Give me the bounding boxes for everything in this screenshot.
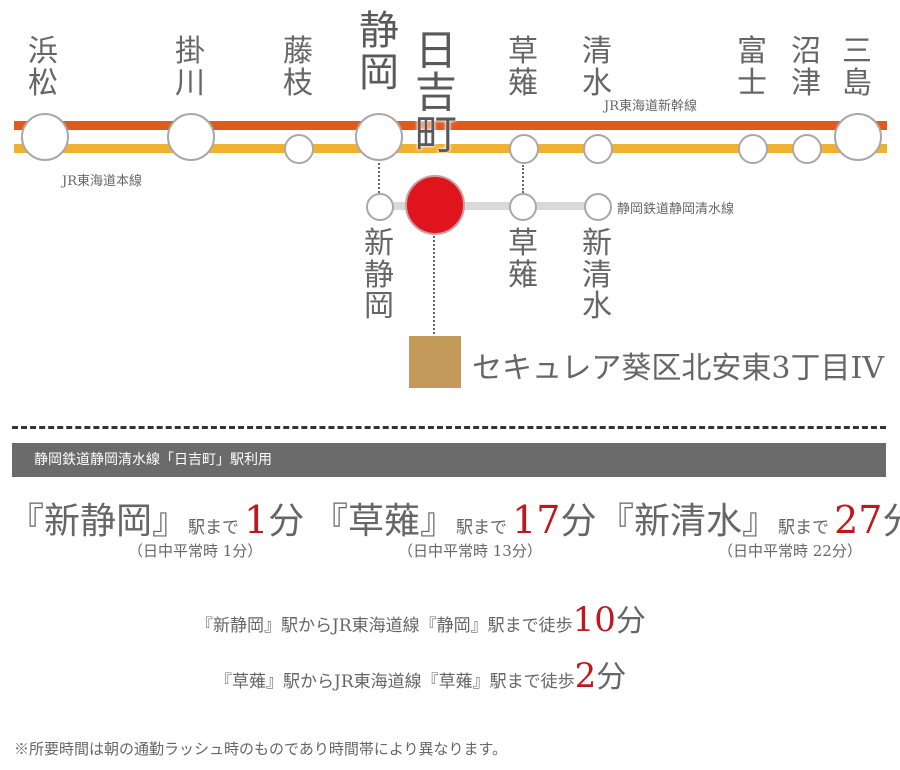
station-char: 草	[508, 226, 538, 261]
station-char: 日	[415, 26, 458, 75]
minutes-unit: 分	[268, 501, 305, 542]
travel-minutes: 1	[244, 498, 269, 542]
station-char: 新	[364, 226, 394, 261]
station-char: 水	[582, 289, 612, 324]
off-peak-note-shin-shimizu: （日中平常時 22分）	[718, 542, 862, 560]
shizutetsu-line	[380, 202, 598, 210]
station-char: 松	[28, 65, 58, 101]
travel-time-shin-shizuoka: 『新静岡』駅まで 1分	[8, 492, 304, 544]
transfer-connector-shizuoka	[378, 163, 380, 193]
walk-minutes: 2	[574, 656, 597, 696]
station-marker-kusanagi-jr	[509, 134, 539, 164]
section-divider	[12, 426, 886, 429]
station-marker-hamamatsu	[21, 113, 69, 161]
walk-unit: 分	[615, 604, 646, 639]
station-label-shin-shimizu: 新 清 水	[582, 228, 612, 323]
station-marker-shin-shimizu	[584, 193, 612, 221]
station-char: 川	[175, 65, 205, 101]
station-char: 士	[737, 65, 767, 101]
access-banner: 静岡鉄道静岡清水線「日吉町」駅利用	[12, 443, 886, 477]
station-label-shin-shizuoka: 新 静 岡	[364, 228, 394, 323]
station-label-hiyoshicho: 日 吉 町	[415, 30, 457, 156]
property-connector	[433, 232, 435, 334]
station-label-kusanagi-shizutetsu: 草 薙	[508, 228, 538, 291]
station-char: 島	[842, 65, 872, 101]
station-marker-shizuoka	[355, 113, 403, 161]
travel-minutes: 17	[512, 498, 561, 542]
station-char: 枝	[283, 65, 313, 101]
station-marker-numazu	[792, 134, 822, 164]
walk-description: 『新静岡』駅からJR東海道線『静岡』駅まで徒歩	[196, 616, 573, 636]
destination-suffix: 駅まで	[778, 518, 830, 538]
station-label-hamamatsu: 浜 松	[28, 36, 58, 99]
shinkansen-line-label: JR東海道新幹線	[604, 99, 697, 114]
walk-time-shizuoka: 『新静岡』駅からJR東海道線『静岡』駅まで徒歩10分	[196, 596, 646, 640]
tokaido-line-label: JR東海道本線	[62, 174, 142, 189]
station-marker-kakegawa	[167, 113, 215, 161]
station-char: 岡	[359, 50, 399, 96]
destination-suffix: 駅まで	[456, 518, 508, 538]
station-char: 津	[791, 65, 821, 101]
tokaido-line	[14, 144, 887, 153]
station-char: 薙	[508, 65, 538, 101]
footnote: ※所要時間は朝の通勤ラッシュ時のものであり時間帯により異なります。	[14, 740, 508, 758]
station-char: 三	[842, 34, 872, 69]
station-char: 清	[582, 257, 612, 293]
station-marker-mishima	[834, 113, 882, 161]
station-marker-shimizu	[583, 134, 613, 164]
destination-station: 『新清水』	[598, 501, 779, 542]
station-marker-shin-shizuoka	[366, 193, 394, 221]
station-char: 町	[415, 110, 458, 159]
minutes-unit: 分	[560, 501, 597, 542]
station-label-numazu: 沼 津	[791, 36, 821, 99]
station-marker-kusanagi-shizutetsu	[509, 193, 537, 221]
walk-minutes: 10	[572, 600, 616, 640]
transfer-connector-kusanagi	[522, 165, 524, 193]
station-char: 草	[508, 34, 538, 69]
station-char: 藤	[283, 34, 313, 69]
destination-station: 『草薙』	[312, 501, 457, 542]
station-char: 吉	[415, 68, 458, 117]
travel-time-kusanagi: 『草薙』駅まで 17分	[312, 492, 596, 544]
walk-unit: 分	[596, 660, 627, 695]
shinkansen-line	[14, 121, 887, 130]
station-char: 静	[364, 257, 394, 293]
travel-time-shin-shimizu: 『新清水』駅まで 27分	[598, 492, 900, 544]
station-marker-hiyoshicho	[405, 175, 465, 235]
off-peak-note-kusanagi: （日中平常時 13分）	[398, 542, 542, 560]
station-char: 掛	[175, 34, 205, 69]
shizutetsu-line-label: 静岡鉄道静岡清水線	[617, 202, 735, 217]
station-char: 沼	[791, 34, 821, 69]
property-marker-icon	[409, 336, 461, 388]
station-char: 静	[359, 8, 399, 54]
property-name: セキュレア葵区北安東3丁目IV	[472, 351, 885, 386]
station-char: 富	[737, 34, 767, 69]
station-char: 清	[582, 34, 612, 69]
station-marker-fuji	[738, 134, 768, 164]
station-label-shizuoka: 静 岡	[359, 10, 399, 94]
station-label-shimizu: 清 水	[582, 36, 612, 99]
station-label-fujieda: 藤 枝	[283, 36, 313, 99]
destination-suffix: 駅まで	[188, 518, 240, 538]
off-peak-note-shin-shizuoka: （日中平常時 1分）	[128, 542, 263, 560]
station-char: 薙	[508, 257, 538, 293]
station-char: 水	[582, 65, 612, 101]
station-label-kusanagi-jr: 草 薙	[508, 36, 538, 99]
station-char: 岡	[364, 289, 394, 324]
station-label-kakegawa: 掛 川	[175, 36, 205, 99]
minutes-unit: 分	[882, 501, 900, 542]
destination-station: 『新静岡』	[8, 501, 189, 542]
station-label-fuji: 富 士	[737, 36, 767, 99]
travel-minutes: 27	[834, 498, 883, 542]
station-label-mishima: 三 島	[842, 36, 872, 99]
walk-description: 『草薙』駅からJR東海道線『草薙』駅まで徒歩	[215, 672, 575, 692]
station-char: 新	[582, 226, 612, 261]
walk-time-kusanagi: 『草薙』駅からJR東海道線『草薙』駅まで徒歩2分	[215, 652, 626, 696]
station-marker-fujieda	[284, 134, 314, 164]
station-char: 浜	[28, 34, 58, 69]
